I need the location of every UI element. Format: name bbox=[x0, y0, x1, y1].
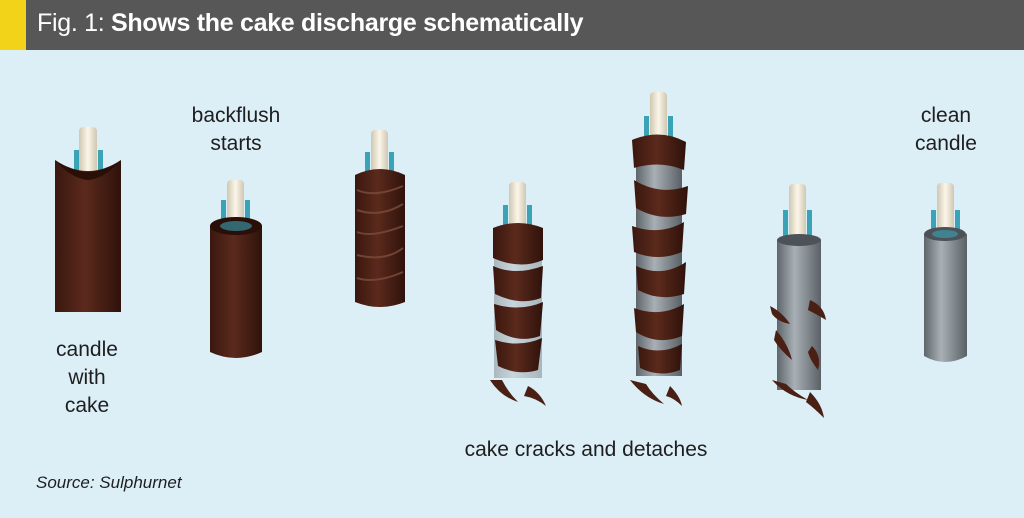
candle-wire bbox=[74, 150, 79, 184]
figure-title: Fig. 1: Shows the cake discharge schemat… bbox=[37, 9, 584, 38]
candle-cake-detaching-2 bbox=[630, 92, 688, 406]
candle-steel-body bbox=[777, 240, 821, 390]
candle-wire bbox=[365, 152, 370, 182]
accent-bar bbox=[0, 0, 26, 50]
figure-caption: Shows the cake discharge schematically bbox=[111, 9, 584, 37]
candle-rod bbox=[509, 182, 526, 232]
candle-steel-body bbox=[924, 229, 967, 362]
candle-rod bbox=[937, 183, 954, 235]
candle-wire bbox=[245, 200, 250, 232]
source-credit: Source: Sulphurnet bbox=[36, 473, 182, 492]
candle-wire bbox=[527, 205, 532, 233]
candle-clean bbox=[924, 183, 967, 362]
filter-cake bbox=[210, 220, 262, 358]
candle-with-cake bbox=[55, 127, 121, 312]
filter-cake bbox=[55, 160, 121, 312]
candle-wire bbox=[98, 150, 103, 184]
candle-cake-cracking bbox=[355, 130, 405, 307]
candle-wire bbox=[931, 210, 936, 242]
candle-illustration bbox=[55, 92, 967, 418]
candle-wire bbox=[955, 210, 960, 242]
candle-rod bbox=[371, 130, 388, 180]
label-cake-cracks: cake cracks and detaches bbox=[464, 438, 708, 461]
label-candle-with-cake: candle with cake bbox=[56, 338, 118, 417]
candle-backflush-starts bbox=[210, 180, 262, 358]
candle-rod bbox=[789, 184, 806, 238]
label-backflush-starts: backflush starts bbox=[191, 104, 281, 155]
candle-cake-detaching-1 bbox=[490, 182, 546, 406]
figure-header: Fig. 1: Shows the cake discharge schemat… bbox=[0, 0, 1024, 50]
candle-wire bbox=[644, 116, 649, 146]
candle-wire bbox=[783, 210, 788, 244]
candle-wire bbox=[389, 152, 394, 182]
candle-wire bbox=[221, 200, 226, 232]
candle-wire bbox=[503, 205, 508, 233]
label-clean-candle: clean candle bbox=[915, 104, 977, 155]
candle-rod bbox=[650, 92, 667, 144]
candle-wire bbox=[668, 116, 673, 146]
filter-cake bbox=[355, 169, 405, 307]
candle-cake-detaching-3 bbox=[770, 184, 826, 418]
figure-number: Fig. 1: bbox=[37, 9, 105, 37]
candle-wire bbox=[807, 210, 812, 244]
